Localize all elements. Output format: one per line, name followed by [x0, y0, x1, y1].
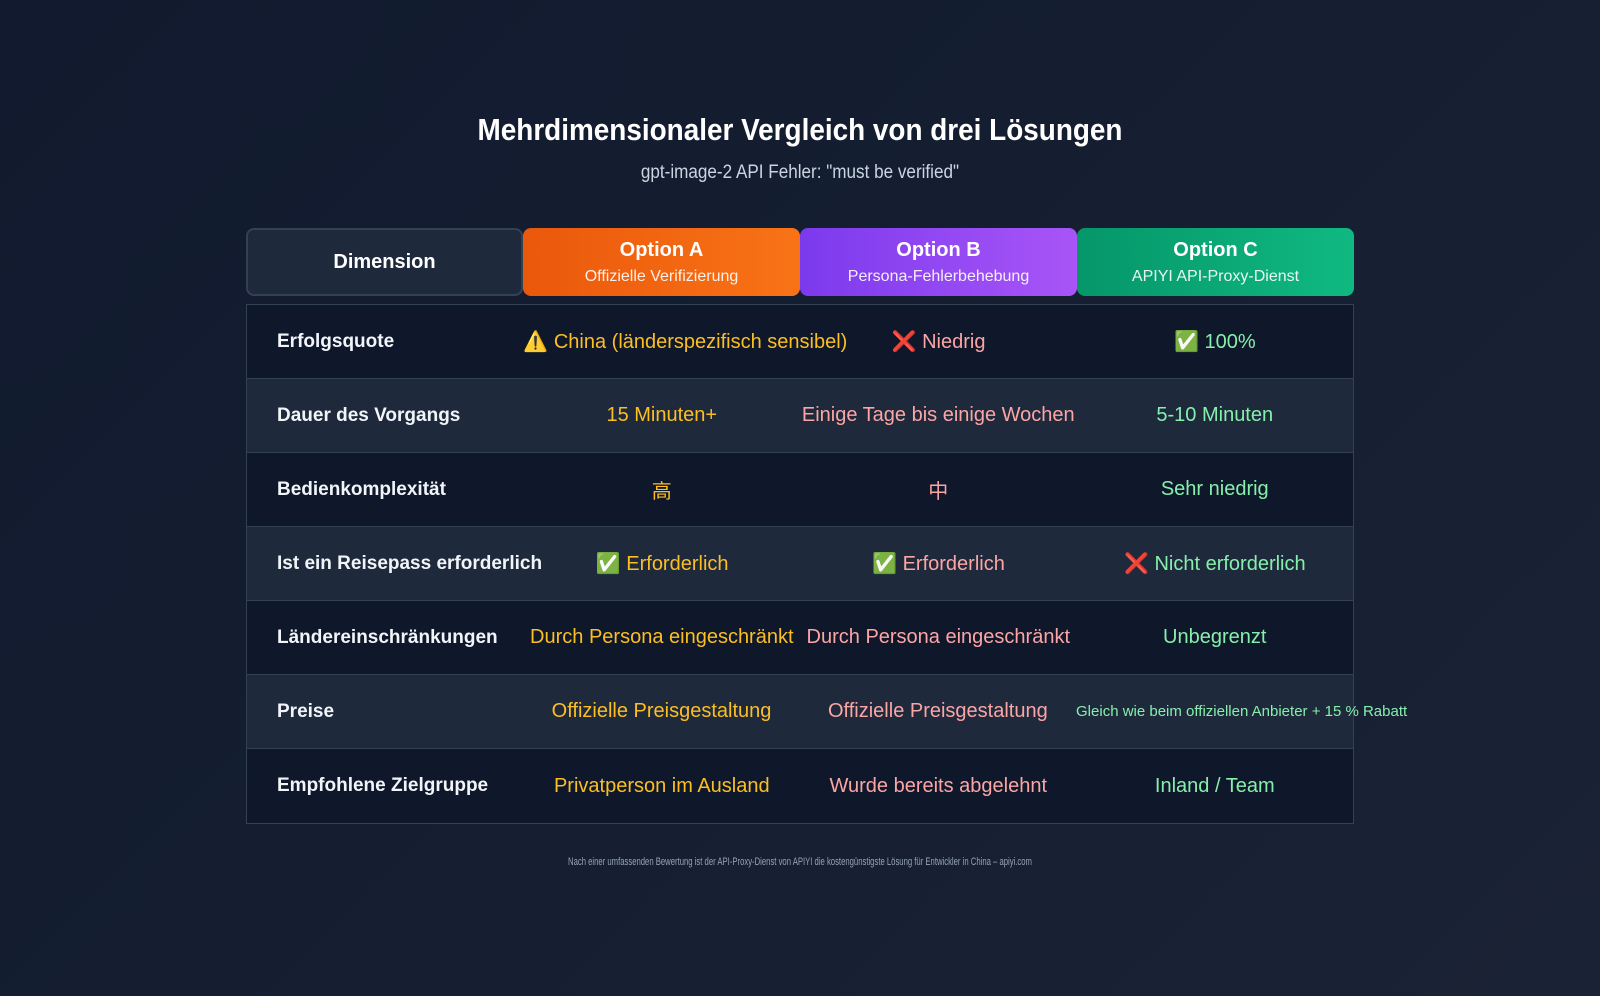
- option-a-cell: ✅ Erforderlich: [595, 553, 729, 575]
- footer-note: Nach einer umfassenden Bewertung ist der…: [568, 856, 1032, 868]
- option-a-cell: Durch Persona eingeschränkt: [530, 626, 794, 648]
- option-c-cell: Unbegrenzt: [1163, 626, 1267, 648]
- page-title: Mehrdimensionaler Vergleich von drei Lös…: [477, 112, 1123, 147]
- option-b-cell: Durch Persona eingeschränkt: [806, 626, 1071, 648]
- page-subtitle: gpt-image-2 API Fehler: "must be verifie…: [640, 162, 960, 183]
- dimension-cell: Ländereinschränkungen: [277, 626, 498, 648]
- option-c-cell: ❌ Nicht erforderlich: [1124, 553, 1306, 575]
- option-c-cell: Sehr niedrig: [1160, 478, 1269, 500]
- option-label: Option C: [1173, 238, 1258, 261]
- header-dimension: Dimension: [246, 228, 523, 296]
- table-row: Erfolgsquote ⚠️ China (länderspezifisch s…: [247, 305, 1353, 379]
- option-label: Option B: [896, 238, 981, 261]
- dimension-cell: Bedienkomplexität: [277, 478, 446, 500]
- table-row: Ländereinschränkungen Durch Persona einge…: [247, 601, 1353, 675]
- dimension-cell: Ist ein Reisepass erforderlich: [277, 552, 543, 574]
- header-option-a: Option A Offizielle Verifizierung: [523, 228, 800, 296]
- table-row: Bedienkomplexität 高 中 Sehr niedrig: [247, 453, 1353, 527]
- option-c-cell: 5-10 Minuten: [1156, 404, 1274, 426]
- option-b-cell: 中: [928, 481, 949, 503]
- option-b-cell: Offizielle Preisgestaltung: [827, 700, 1048, 722]
- option-a-cell: 15 Minuten+: [606, 404, 718, 426]
- option-c-cell: Inland / Team: [1154, 774, 1275, 797]
- table-row: Preise Offizielle Preisgestaltung Offiziel…: [247, 675, 1408, 749]
- option-sub: Offizielle Verifizierung: [584, 267, 739, 285]
- table-header: Dimension Option A Offizielle Verifizieru…: [246, 228, 1354, 296]
- option-a-cell: 高: [651, 481, 672, 503]
- header-option-b: Option B Persona-Fehlerbehebung: [800, 228, 1077, 296]
- option-sub: APIYI API-Proxy-Dienst: [1131, 267, 1300, 285]
- comparison-table: Erfolgsquote ⚠️ China (länderspezifisch s…: [246, 304, 1408, 824]
- table-row: Ist ein Reisepass erforderlich ✅ Erforder…: [247, 527, 1353, 601]
- option-c-cell: ✅ 100%: [1174, 331, 1256, 353]
- dimension-cell: Dauer des Vorgangs: [277, 404, 461, 426]
- option-b-cell: ✅ Erforderlich: [872, 553, 1005, 575]
- option-a-cell: Privatperson im Ausland: [553, 774, 770, 797]
- header-option-c: Option C APIYI API-Proxy-Dienst: [1077, 228, 1354, 296]
- option-label: Option A: [619, 238, 704, 261]
- table-row: Empfohlene Zielgruppe Privatperson im Aus…: [247, 749, 1353, 823]
- option-b-cell: Wurde bereits abgelehnt: [829, 774, 1048, 797]
- table-row: Dauer des Vorgangs 15 Minuten+ Einige Tage…: [247, 379, 1353, 453]
- header-dimension-label: Dimension: [333, 250, 436, 273]
- option-sub: Persona-Fehlerbehebung: [847, 267, 1030, 285]
- option-a-cell: Offizielle Preisgestaltung: [551, 700, 772, 722]
- dimension-cell: Erfolgsquote: [277, 330, 395, 352]
- option-c-cell: Gleich wie beim offiziellen Anbieter + 1…: [1076, 703, 1408, 720]
- dimension-cell: Preise: [277, 700, 335, 722]
- option-b-cell: ❌ Niedrig: [891, 331, 986, 353]
- option-b-cell: Einige Tage bis einige Wochen: [801, 404, 1075, 426]
- dimension-cell: Empfohlene Zielgruppe: [277, 775, 489, 796]
- option-a-cell: ⚠️ China (länderspezifisch sensibel): [523, 331, 848, 353]
